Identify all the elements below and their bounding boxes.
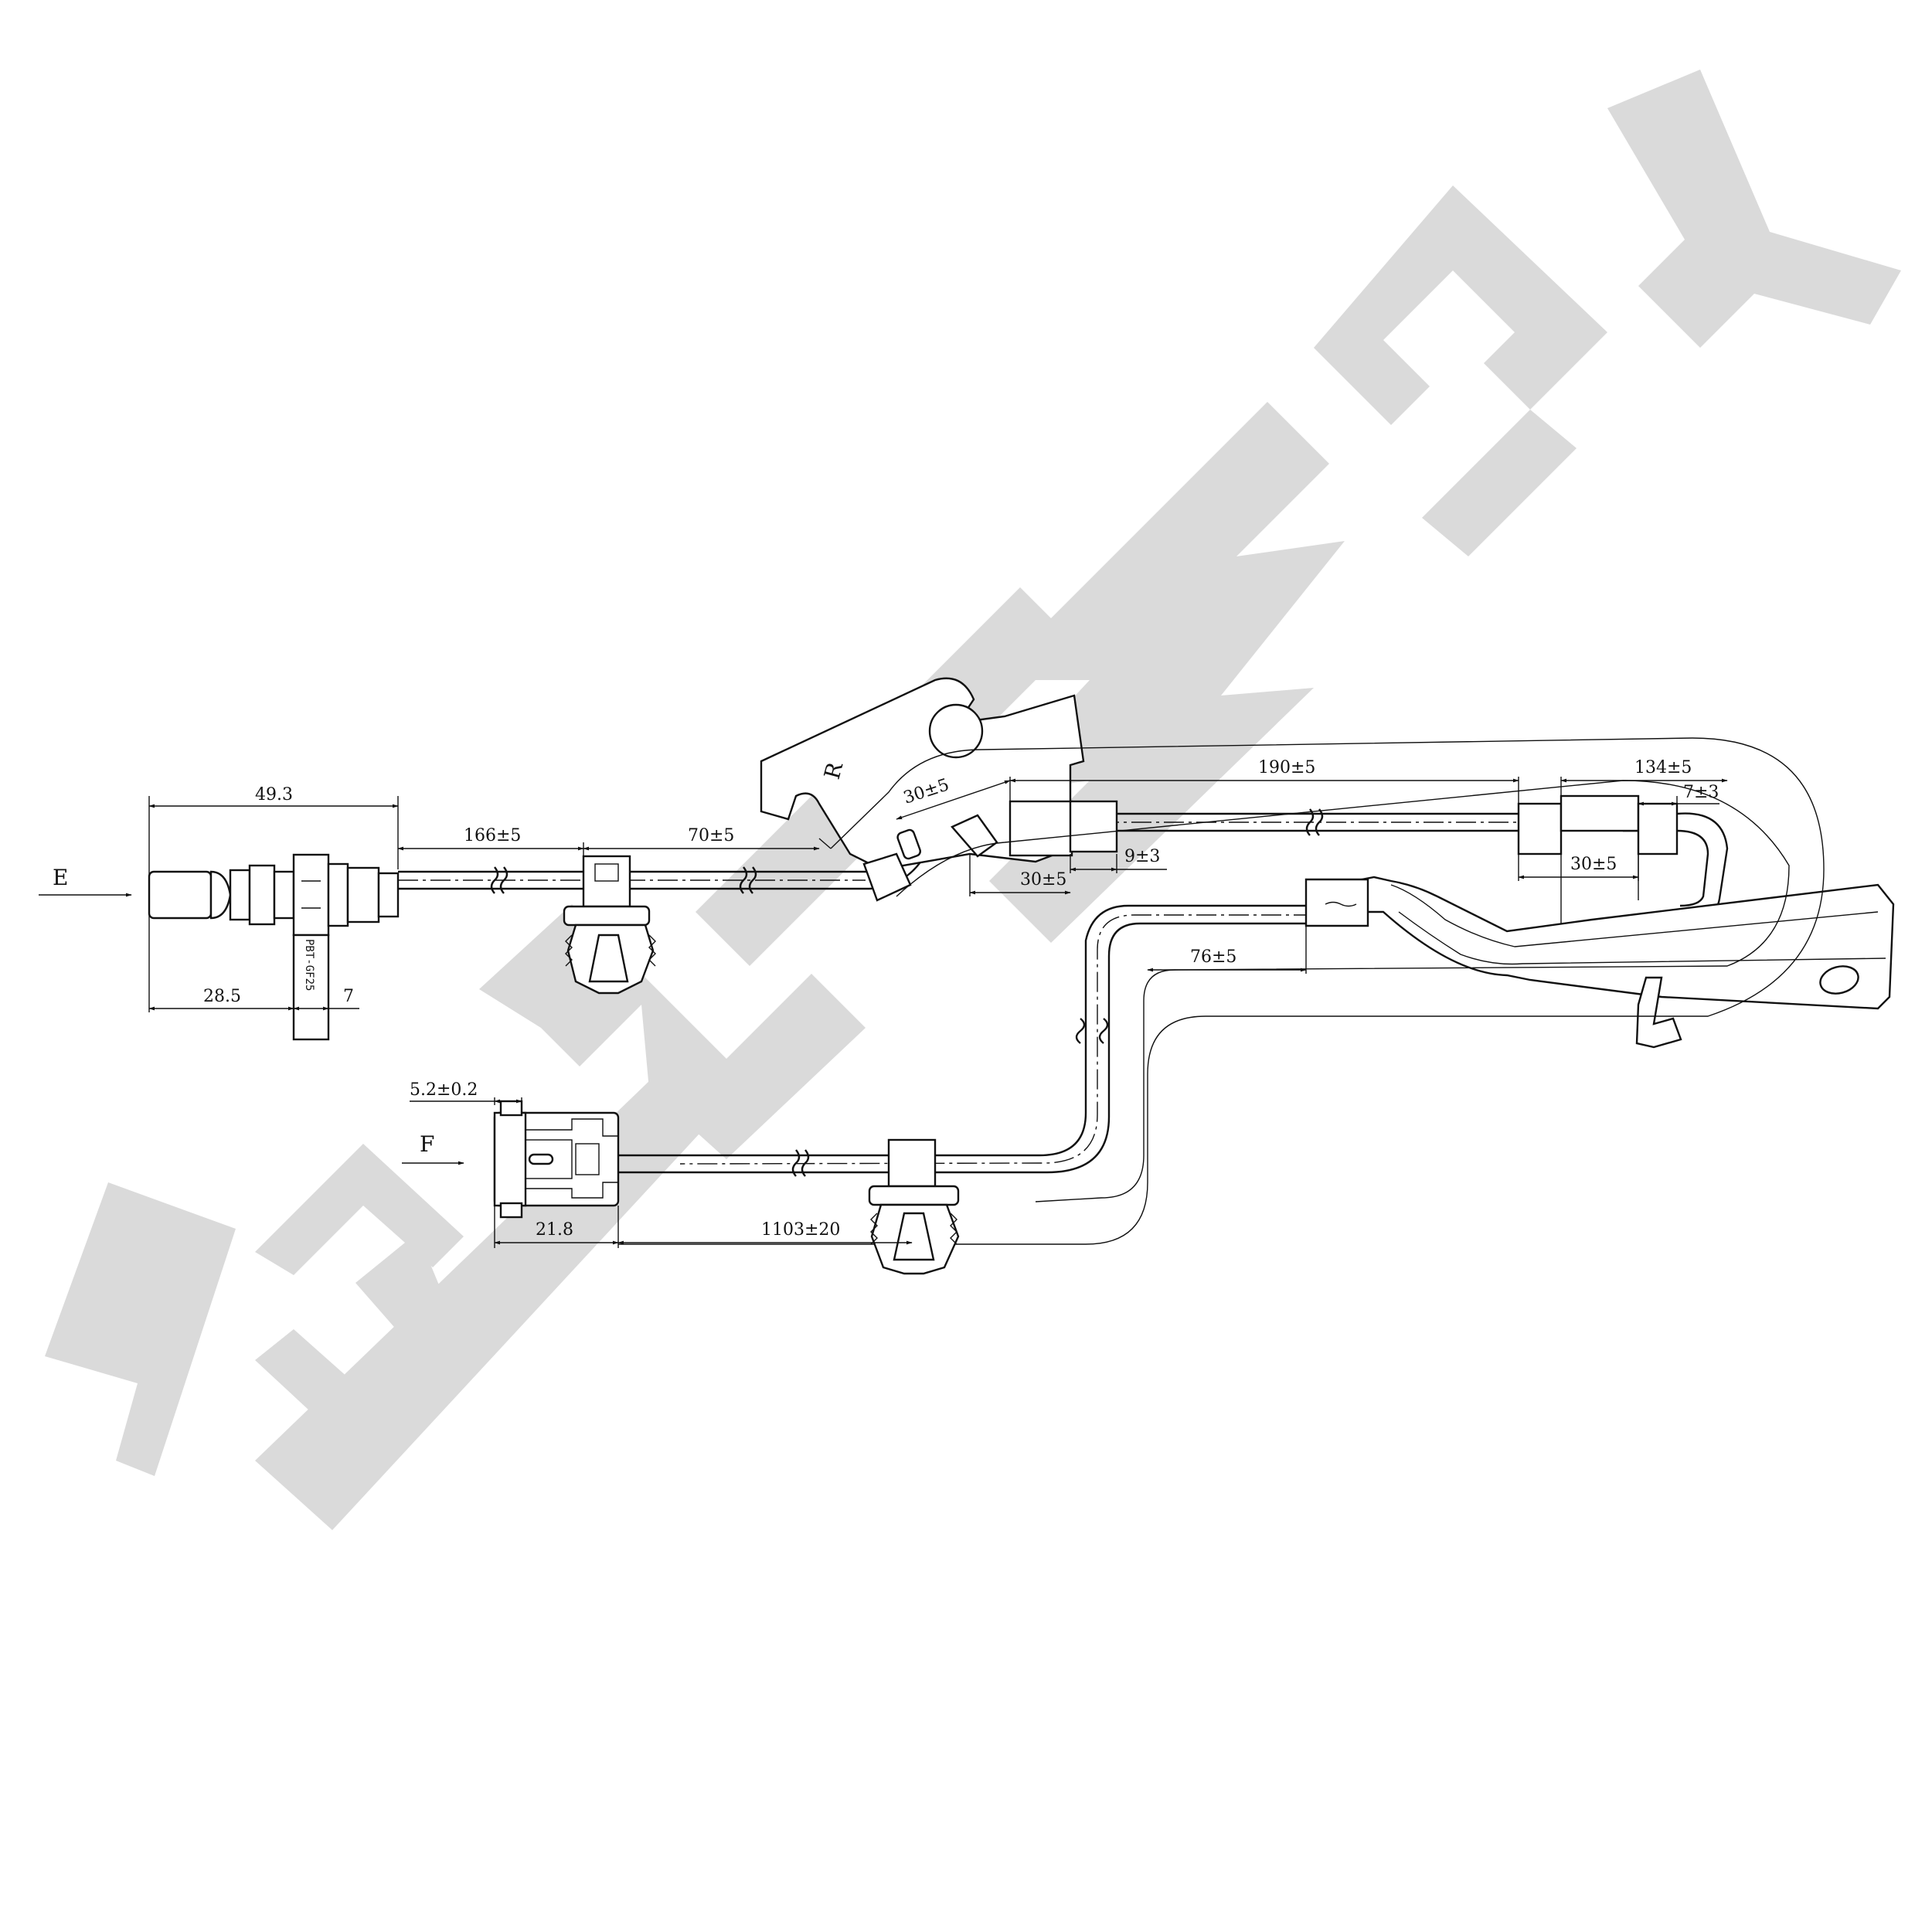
dim-sensor-overall: 49.3 [148,785,399,808]
mounting-bracket: R [760,677,1085,902]
sensor-head: PBT-GF25 [148,853,400,1041]
connector [493,1100,620,1219]
svg-text:21.8: 21.8 [536,1220,573,1240]
svg-text:28.5: 28.5 [203,987,241,1006]
svg-text:7: 7 [343,987,354,1006]
svg-text:76±5: 76±5 [1190,947,1236,967]
dim-sensor-head: 28.5 [148,987,294,1011]
svg-text:49.3: 49.3 [255,785,293,804]
dim-loop-to-bend: 134±5 [1560,758,1728,783]
svg-text:7±3: 7±3 [1683,783,1719,802]
view-arrow-f: F [402,1131,464,1165]
strut-bracket [1304,876,1895,1049]
view-label-e: E [53,865,68,890]
dim-connector-to-clip: 1103±20 [617,1220,913,1245]
dim-sensor-to-clip: 166±5 [397,826,584,851]
sensor-marking: PBT-GF25 [303,939,315,991]
dim-connector-length: 21.8 [494,1220,619,1245]
dim-flange: 7 [293,987,359,1011]
svg-text:190±5: 190±5 [1258,758,1315,777]
cable-clip-2 [868,1138,960,1275]
dim-bracket-to-loop: 190±5 [1009,758,1519,783]
svg-text:166±5: 166±5 [464,826,521,845]
view-arrow-e: E [39,865,132,897]
svg-text:1103±20: 1103±20 [761,1220,840,1240]
dim-loop-end: 7±3 [1638,783,1719,806]
dim-connector-latch: 5.2±0.2 [410,1080,522,1104]
svg-text:70±5: 70±5 [688,826,734,845]
dim-clip-to-bracket: 70±5 [583,826,820,851]
view-label-f: F [420,1131,434,1157]
dim-grommet-sleeve: 9±3 [1070,847,1167,872]
svg-text:134±5: 134±5 [1634,758,1692,777]
svg-text:5.2±0.2: 5.2±0.2 [410,1080,478,1100]
grommet-bracket [1009,800,1118,857]
dim-sleeve: 76±5 [1147,947,1307,972]
svg-text:30±5: 30±5 [1570,855,1617,874]
svg-text:30±5: 30±5 [1020,870,1066,889]
dim-loop-grommet: 30±5 [1518,855,1639,879]
dim-grommet-length: 30±5 [969,870,1071,895]
routing-envelope [618,737,1825,1245]
cable-clip-1 [563,855,656,995]
grommet-loop [1517,794,1679,927]
svg-text:9±3: 9±3 [1124,847,1160,866]
